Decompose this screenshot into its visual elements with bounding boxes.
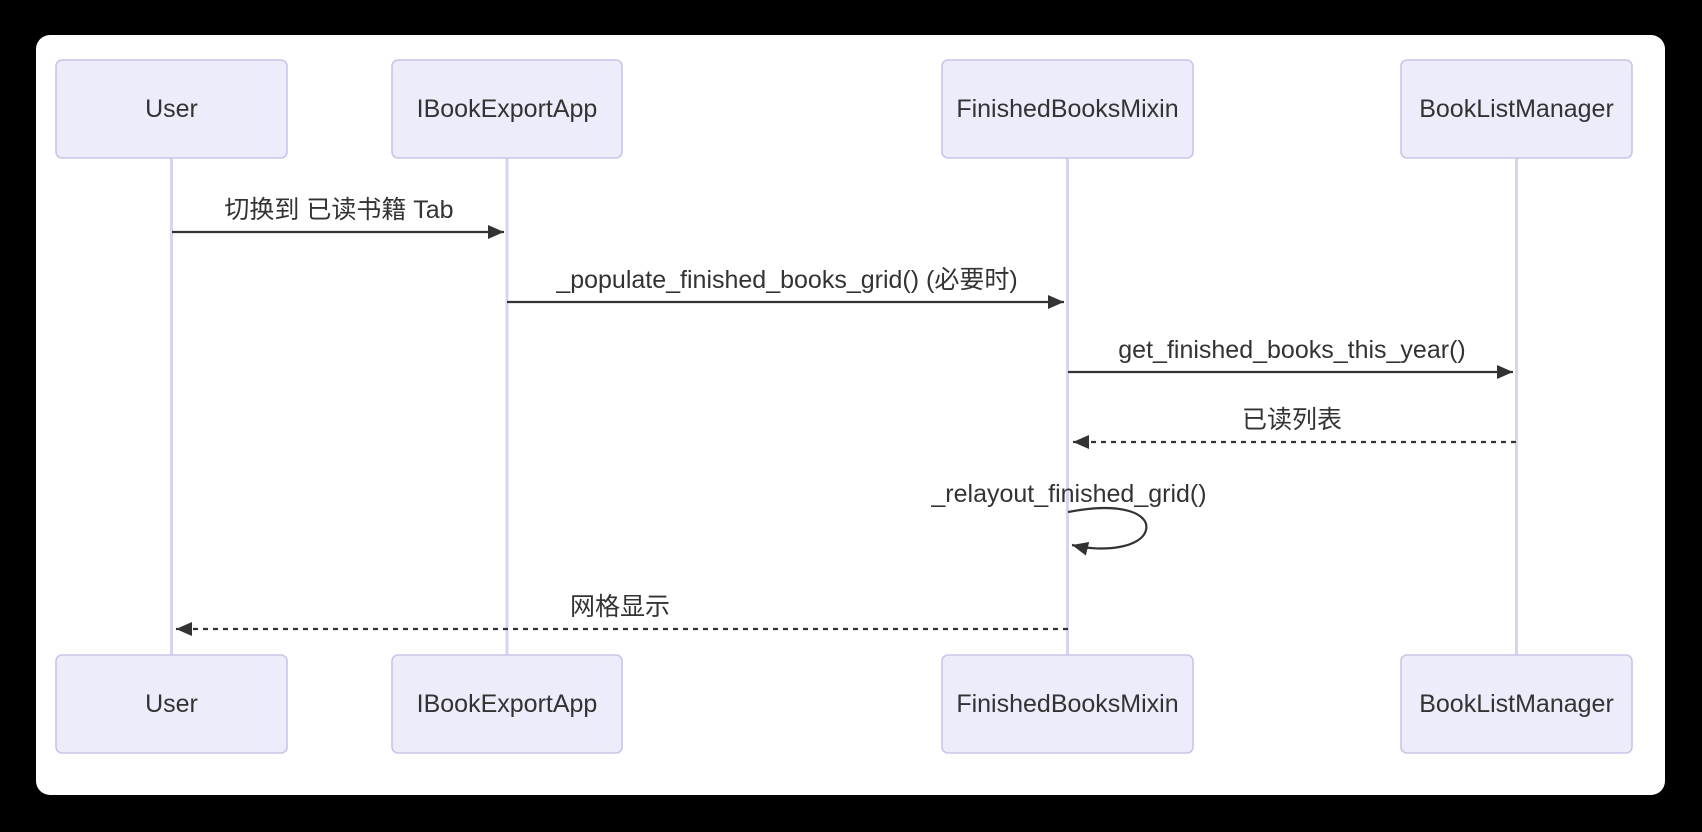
actor-bottom-ibookexportapp: IBookExportApp [391, 654, 623, 754]
actor-label-user: User [145, 95, 198, 123]
actor-box [391, 59, 623, 159]
actor-box [55, 59, 288, 159]
message-1: 切换到 已读书籍 Tab [172, 196, 504, 239]
message-4: 已读列表 [1073, 406, 1516, 449]
actor-label-ibookexportapp: IBookExportApp [417, 95, 598, 123]
message-6: 网格显示 [176, 593, 1068, 636]
actor-bottom-finishedbooksmixin: FinishedBooksMixin [941, 654, 1194, 754]
actor-box [1400, 59, 1633, 159]
actor-box [55, 654, 288, 754]
actor-label-ibookexportapp-bottom: IBookExportApp [417, 690, 598, 718]
actor-box [941, 654, 1194, 754]
actor-top-user: User [55, 59, 288, 159]
message-5-self-loop-arrow [1067, 506, 1148, 556]
message-4-label: 已读列表 [1242, 406, 1342, 434]
message-5: _relayout_finished_grid() [930, 480, 1207, 556]
actor-box [941, 59, 1194, 159]
diagram-panel [36, 35, 1665, 795]
actor-bottom-booklistmanager: BookListManager [1400, 654, 1633, 754]
actor-box [1400, 654, 1633, 754]
message-1-label: 切换到 已读书籍 Tab [224, 196, 453, 224]
message-6-label: 网格显示 [570, 593, 670, 621]
message-5-label: _relayout_finished_grid() [930, 480, 1206, 508]
actor-box [391, 654, 623, 754]
actor-top-finishedbooksmixin: FinishedBooksMixin [941, 59, 1194, 159]
actor-top-booklistmanager: BookListManager [1400, 59, 1633, 159]
message-2: _populate_finished_books_grid() (必要时) [507, 266, 1064, 309]
message-3: get_finished_books_this_year() [1068, 336, 1513, 379]
message-2-label: _populate_finished_books_grid() (必要时) [555, 266, 1017, 294]
message-3-label: get_finished_books_this_year() [1118, 336, 1465, 364]
actor-top-ibookexportapp: IBookExportApp [391, 59, 623, 159]
actor-label-booklistmanager: BookListManager [1419, 95, 1614, 123]
actor-label-booklistmanager-bottom: BookListManager [1419, 690, 1614, 718]
actor-label-user-bottom: User [145, 690, 198, 718]
actor-label-finishedbooksmixin-bottom: FinishedBooksMixin [956, 690, 1178, 718]
actor-bottom-user: User [55, 654, 288, 754]
actor-label-finishedbooksmixin: FinishedBooksMixin [956, 95, 1178, 123]
